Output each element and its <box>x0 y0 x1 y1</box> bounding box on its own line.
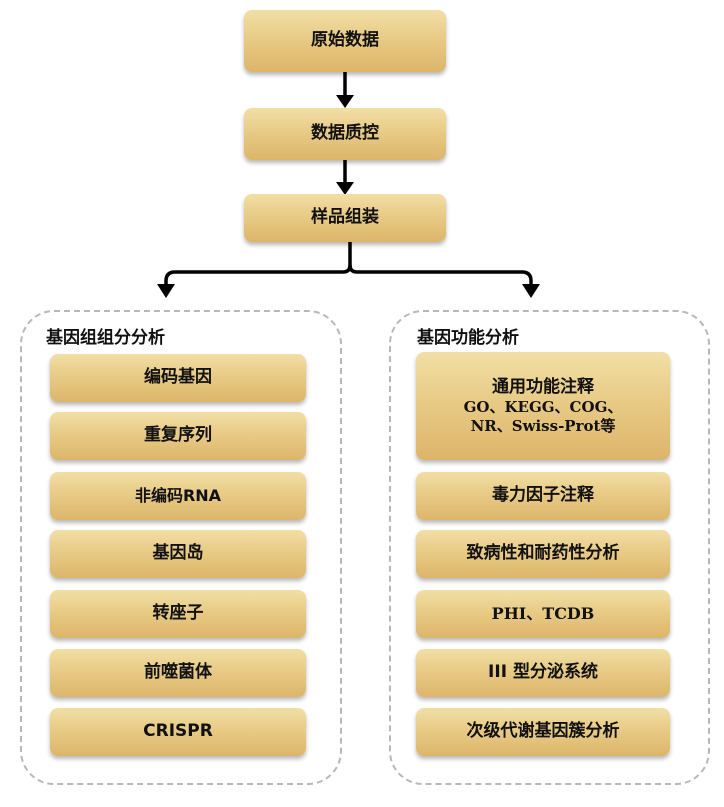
item-general-annotation: 通用功能注释 GO、KEGG、COG、 NR、Swiss-Prot等 <box>416 352 670 460</box>
arrow-head <box>336 95 354 108</box>
item-secondary-metabolite-clusters: 次级代谢基因簇分析 <box>416 708 670 756</box>
group-title-gene-function: 基因功能分析 <box>413 323 523 348</box>
item-prophages: 前噬菌体 <box>50 649 306 697</box>
item-coding-genes: 编码基因 <box>50 354 306 402</box>
general-annotation-title: 通用功能注释 <box>492 376 594 397</box>
flow-step-assembly: 样品组装 <box>244 194 446 242</box>
item-crispr: CRISPR <box>50 708 306 756</box>
item-pathogenicity-resistance: 致病性和耐药性分析 <box>416 530 670 578</box>
group-title-genome-component: 基因组组分分析 <box>42 323 169 348</box>
flow-step-raw-data: 原始数据 <box>244 10 446 72</box>
general-annotation-databases-1: GO、KEGG、COG、 <box>463 397 623 416</box>
genome-component-analysis-group <box>20 310 342 785</box>
item-genomic-islands: 基因岛 <box>50 530 306 578</box>
item-repeat-sequences: 重复序列 <box>50 412 306 460</box>
gene-function-analysis-group <box>389 310 710 785</box>
item-type-iii-secretion: III 型分泌系统 <box>416 649 670 697</box>
arrow-head <box>522 284 540 298</box>
item-virulence-factor: 毒力因子注释 <box>416 472 670 520</box>
arrow-head <box>157 284 175 298</box>
item-transposons: 转座子 <box>50 590 306 638</box>
flow-step-quality-control: 数据质控 <box>244 108 446 160</box>
arrow-head <box>336 182 354 195</box>
general-annotation-databases-2: NR、Swiss-Prot等 <box>470 416 616 435</box>
item-ncrna: 非编码RNA <box>50 472 306 520</box>
item-phi-tcdb: PHI、TCDB <box>416 590 670 638</box>
